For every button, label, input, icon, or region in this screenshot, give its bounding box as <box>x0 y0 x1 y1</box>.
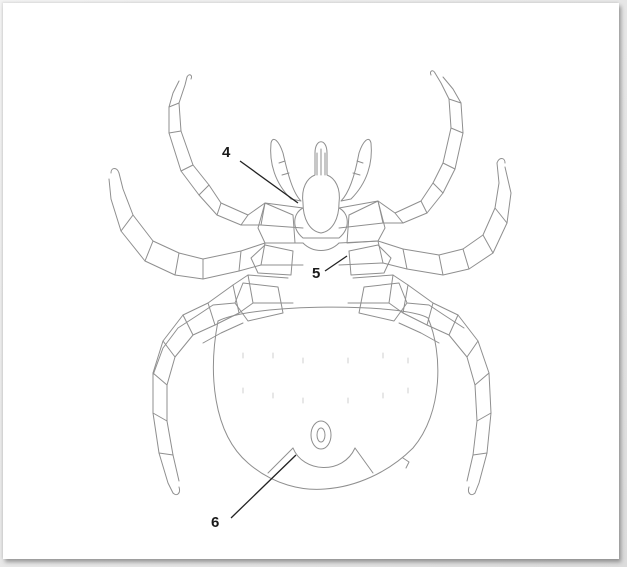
label-5: 5 <box>312 266 320 281</box>
leg-4-left <box>153 303 243 375</box>
label-6: 6 <box>211 515 219 530</box>
capitulum <box>271 139 372 238</box>
tick-diagram <box>3 3 619 559</box>
figure-card: 4 5 6 <box>3 3 619 559</box>
leg-1-right <box>339 71 463 228</box>
leg-2-right <box>339 159 511 276</box>
leader-line-4 <box>240 161 298 203</box>
leader-line-5 <box>325 256 347 271</box>
leg-3-left <box>153 275 293 495</box>
tick-body <box>213 307 437 489</box>
leader-line-6 <box>231 455 296 518</box>
label-4: 4 <box>222 145 230 160</box>
